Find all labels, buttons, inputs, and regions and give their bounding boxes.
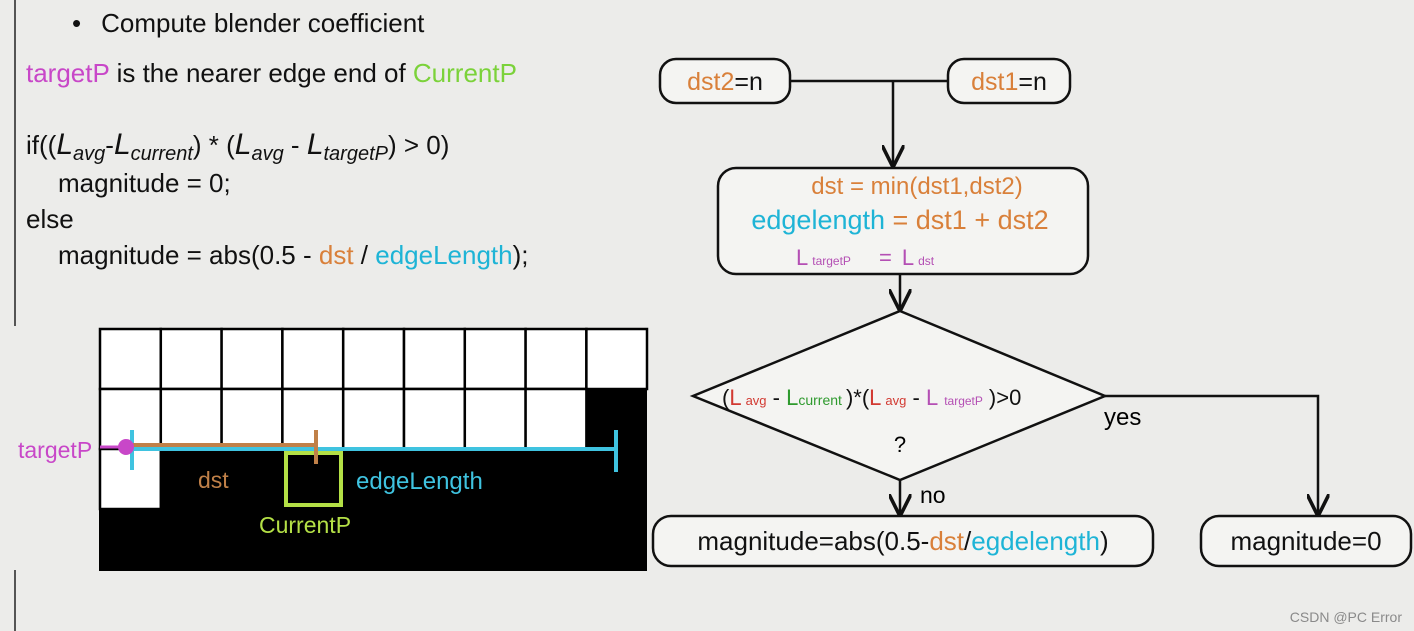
code-sub-current: current [130, 143, 193, 165]
code-line4: magnitude = abs(0.5 - dst / edgeLength); [58, 240, 529, 271]
label-targetP: targetP [18, 437, 92, 463]
code-L-target: L [306, 128, 324, 161]
watermark: CSDN @PC Error [1289, 609, 1402, 625]
code-mid: ) * ( [192, 130, 235, 160]
current-p-marker [284, 451, 343, 507]
code-line4-a: magnitude = abs(0.5 - [58, 240, 319, 270]
code-line3: else [26, 204, 74, 234]
grid-white-cells [98, 327, 649, 511]
output-no-box [651, 514, 1155, 568]
code-sub-avg2: avg [251, 143, 284, 165]
process-line2: edgelength = dst1 + dst2 [751, 205, 1048, 235]
code-line4-end: ); [512, 240, 529, 270]
code-sub-target: targetP [323, 143, 388, 165]
code-line4-edge: edgeLength [375, 240, 513, 270]
code-line2: magnitude = 0; [58, 168, 231, 198]
output-no-text: magnitude=abs(0.5-dst/egdelength) [697, 526, 1108, 556]
output-yes-box [1199, 514, 1413, 568]
label-currentP: CurrentP [259, 512, 351, 538]
heading: • Compute blender coefficient [72, 8, 424, 39]
label-yes: yes [1104, 404, 1141, 431]
flowchart: dst2=n dst1=n dst = min(dst1,dst2) edgel… [651, 57, 1413, 568]
label-edgeLength: edgeLength [356, 468, 483, 495]
code-sub-avg: avg [73, 143, 106, 165]
code-if-line: if((Lavg-Lcurrent) * (Lavg - LtargetP) >… [26, 128, 450, 165]
process-box [716, 166, 1090, 276]
code-minus: - [105, 130, 114, 160]
output-yes-text: magnitude=0 [1230, 526, 1381, 556]
target-description: targetP is the nearer edge end of Curren… [26, 58, 517, 89]
code-if-prefix: if(( [26, 130, 57, 160]
label-no: no [920, 482, 946, 508]
node-dst2-text: dst2=n [687, 68, 763, 96]
target-term: targetP [26, 58, 110, 88]
process-line1: dst = min(dst1,dst2) [811, 173, 1022, 200]
label-dst: dst [198, 467, 229, 493]
code-L-avg2: L [234, 128, 252, 161]
bullet: • [72, 8, 82, 38]
target-middle: is the nearer edge end of [109, 58, 413, 88]
code-line4-dst: dst [318, 240, 354, 270]
current-term: CurrentP [412, 58, 517, 88]
left-rule [14, 0, 16, 326]
decision-question: ? [894, 432, 906, 457]
code-L-avg: L [56, 128, 74, 161]
code-minus2: - [283, 130, 307, 160]
code-L-current: L [113, 128, 131, 161]
arrow-yes [1105, 394, 1318, 514]
left-rule-bottom [14, 570, 16, 631]
code-tail: ) > 0) [387, 130, 450, 160]
node-dst1-text: dst1=n [971, 68, 1047, 96]
target-p-dot [118, 439, 134, 455]
code-line4-slash: / [353, 240, 376, 270]
heading-text: Compute blender coefficient [101, 8, 425, 38]
